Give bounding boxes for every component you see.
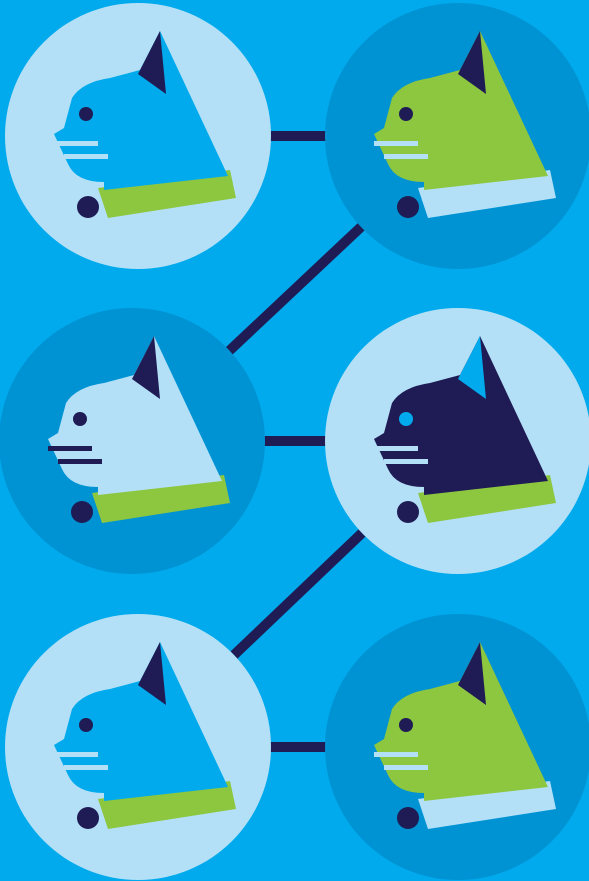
badge-cat-top-left	[5, 3, 271, 269]
cat-chin-dot	[77, 807, 99, 829]
cat-chin-dot	[397, 807, 419, 829]
cat-whisker	[64, 154, 108, 159]
cat-eye	[399, 107, 413, 121]
badge-cat-middle-left	[0, 308, 265, 574]
cat-eye	[399, 718, 413, 732]
cat-eye	[399, 412, 413, 426]
badge-cat-bottom-right	[325, 614, 589, 880]
cat-whisker	[384, 154, 428, 159]
cat-whisker	[48, 446, 92, 451]
cat-whisker	[64, 765, 108, 770]
cat-chin-dot	[397, 501, 419, 523]
cat-whisker	[374, 446, 418, 451]
cat-whisker	[54, 141, 98, 146]
cat-eye	[73, 412, 87, 426]
cat-eye	[79, 718, 93, 732]
cat-whisker	[374, 141, 418, 146]
cat-chin-dot	[397, 196, 419, 218]
badge-cat-bottom-left	[5, 614, 271, 880]
cat-whisker	[384, 765, 428, 770]
cat-whisker	[374, 752, 418, 757]
cat-whisker	[54, 752, 98, 757]
cat-chin-dot	[71, 501, 93, 523]
cat-eye	[79, 107, 93, 121]
badge-cat-middle-right	[325, 308, 589, 574]
cat-whisker	[384, 459, 428, 464]
cat-whisker	[58, 459, 102, 464]
badge-cat-top-right	[325, 3, 589, 269]
cat-chin-dot	[77, 196, 99, 218]
